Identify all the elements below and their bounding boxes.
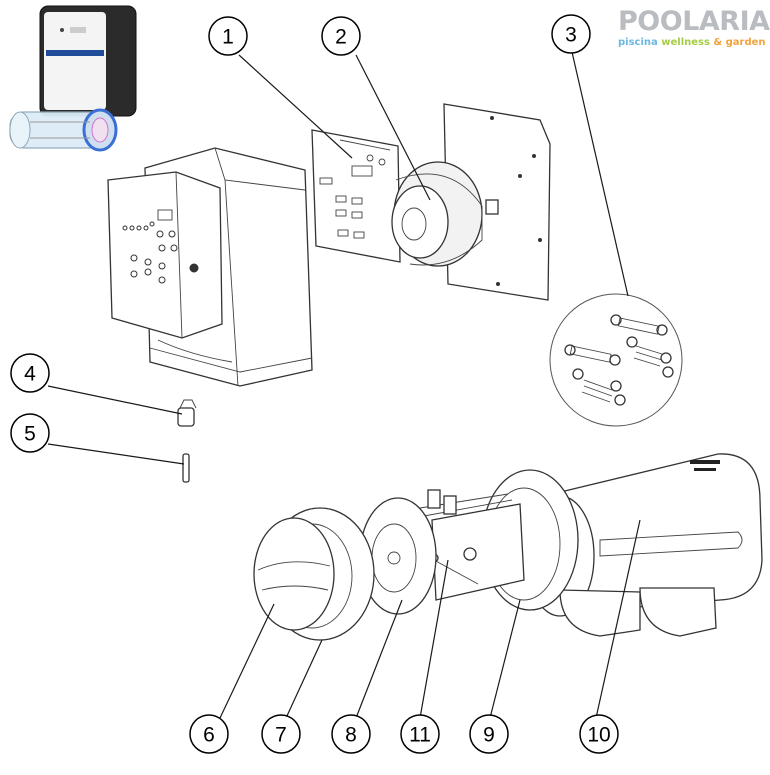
callout-label: 9	[483, 724, 495, 747]
bolt-kit	[549, 293, 683, 427]
tagline-word: wellness	[661, 37, 710, 48]
cell-body	[525, 453, 763, 637]
callout-2: 2	[321, 16, 361, 56]
callout-label: 4	[24, 363, 36, 386]
end-cap	[253, 517, 335, 631]
callout-label: 5	[24, 423, 36, 446]
brand-logo: POOLARIA piscina wellness & garden	[616, 6, 770, 52]
callout-label: 10	[587, 724, 610, 747]
callout-6: 6	[189, 714, 229, 754]
callout-9: 9	[469, 714, 509, 754]
front-panel-keypad	[107, 171, 223, 339]
callout-4: 4	[10, 353, 50, 393]
callout-label: 6	[203, 724, 215, 747]
tagline-word: & garden	[713, 37, 766, 48]
pcb-board	[311, 129, 401, 263]
logo-wordmark: POOLARIA	[618, 6, 770, 37]
callout-1: 1	[208, 16, 248, 56]
callout-8: 8	[331, 714, 371, 754]
power-supply-backplate	[391, 103, 551, 301]
callout-3: 3	[551, 14, 591, 54]
callout-label: 7	[275, 724, 287, 747]
callout-10: 10	[579, 714, 619, 754]
sensor-fitting	[177, 399, 197, 427]
callout-label: 3	[565, 24, 577, 47]
electrode-plates	[419, 489, 525, 601]
callout-label: 11	[409, 724, 431, 747]
logo-tagline: piscina wellness & garden	[618, 37, 766, 48]
tagline-word: piscina	[618, 37, 658, 48]
callout-label: 2	[335, 26, 347, 49]
product-photo	[9, 5, 137, 152]
pin-part	[182, 453, 190, 483]
callout-7: 7	[261, 714, 301, 754]
callout-11: 11	[400, 714, 440, 754]
leader-lines	[47, 51, 641, 719]
callout-label: 8	[345, 724, 357, 747]
callout-label: 1	[222, 26, 234, 49]
callout-5: 5	[10, 413, 50, 453]
